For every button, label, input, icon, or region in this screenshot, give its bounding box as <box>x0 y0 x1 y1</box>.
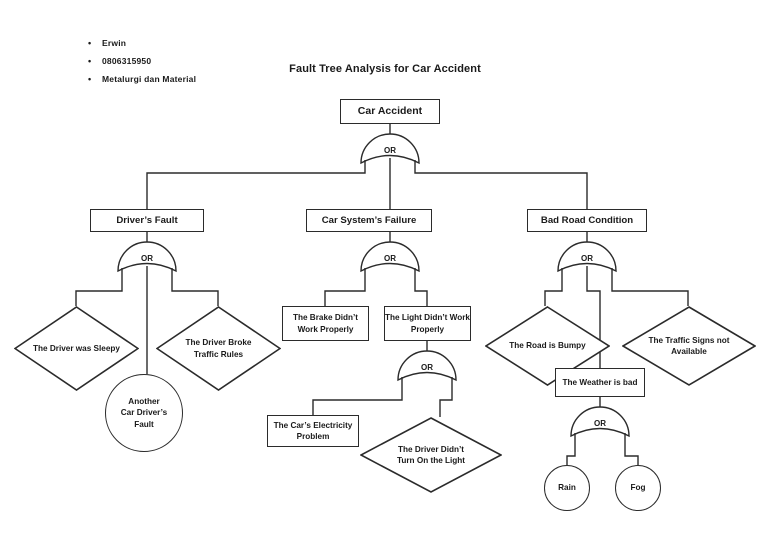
node-label: The Driver Broke Traffic Rules <box>185 338 252 359</box>
node-label: Another Car Driver’s Fault <box>120 396 168 429</box>
node-driver-didnt-turn-on-light[interactable]: The Driver Didn’t Turn On the Light <box>360 417 502 493</box>
node-road-is-bumpy[interactable]: The Road is Bumpy <box>485 306 610 386</box>
gate-label-top-or: OR <box>384 146 396 155</box>
node-car-electricity-problem[interactable]: The Car’s Electricity Problem <box>267 415 359 447</box>
bullet-icon: • <box>88 74 92 84</box>
author-department: Metalurgi dan Material <box>102 74 197 84</box>
page-title: Fault Tree Analysis for Car Accident <box>289 63 481 75</box>
list-item: • Metalurgi dan Material <box>88 74 308 85</box>
list-item: • 0806315950 <box>88 56 308 67</box>
author-bullet-list: • Erwin • 0806315950 • Metalurgi dan Mat… <box>88 38 308 92</box>
diamond-shape <box>14 306 139 391</box>
diamond-shape <box>485 306 610 386</box>
node-brake-not-working[interactable]: The Brake Didn’t Work Properly <box>282 306 369 341</box>
node-driver-was-sleepy[interactable]: The Driver was Sleepy <box>14 306 139 391</box>
diamond-shape <box>360 417 502 493</box>
node-light-not-working[interactable]: The Light Didn’t Work Properly <box>384 306 471 341</box>
node-rain[interactable]: Rain <box>544 465 590 511</box>
node-car-system-failure[interactable]: Car System’s Failure <box>306 209 432 232</box>
gate-label-drivers-fault-or: OR <box>141 254 153 263</box>
node-bad-road-condition[interactable]: Bad Road Condition <box>527 209 647 232</box>
diamond-shape <box>622 306 756 386</box>
gate-label-bad-road-or: OR <box>581 254 593 263</box>
gate-label-weather-or: OR <box>594 419 606 428</box>
author-name: Erwin <box>102 38 127 48</box>
author-id: 0806315950 <box>102 56 152 66</box>
diamond-shape <box>156 306 281 391</box>
node-drivers-fault[interactable]: Driver’s Fault <box>90 209 204 232</box>
bullet-icon: • <box>88 56 92 66</box>
node-driver-broke-traffic-rules[interactable]: The Driver Broke Traffic Rules <box>156 306 281 391</box>
list-item: • Erwin <box>88 38 308 49</box>
bullet-icon: • <box>88 38 92 48</box>
node-weather-is-bad[interactable]: The Weather is bad <box>555 368 645 397</box>
node-fog[interactable]: Fog <box>615 465 661 511</box>
node-label: The Traffic Signs not Available <box>648 335 730 357</box>
node-label: The Road is Bumpy <box>509 341 586 351</box>
node-traffic-signs-not-available[interactable]: The Traffic Signs not Available <box>622 306 756 386</box>
node-car-accident[interactable]: Car Accident <box>340 99 440 124</box>
node-label: The Driver Didn’t Turn On the Light <box>396 444 466 466</box>
node-label: The Driver was Sleepy <box>33 343 120 353</box>
gate-label-car-system-or: OR <box>384 254 396 263</box>
node-another-car-driver-fault[interactable]: Another Car Driver’s Fault <box>105 374 183 452</box>
gate-label-light-or: OR <box>421 363 433 372</box>
